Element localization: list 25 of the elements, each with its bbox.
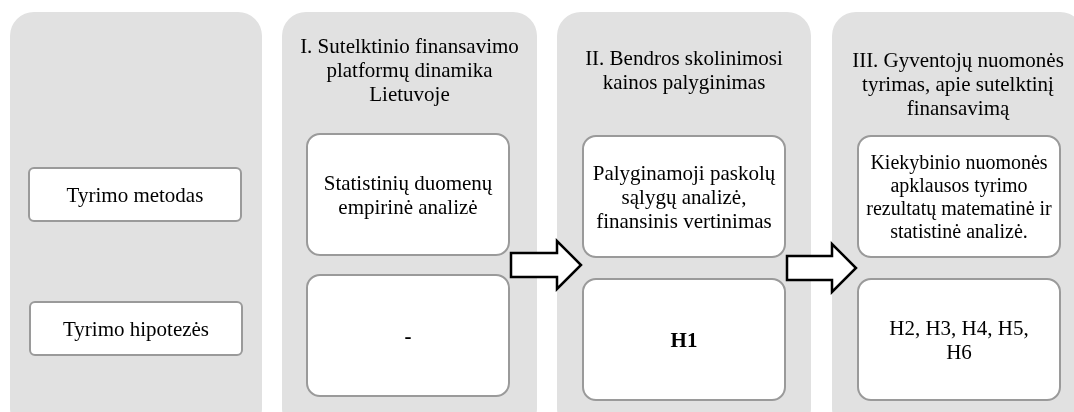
box-text: H2, H3, H4, H5, H6 bbox=[888, 315, 1030, 364]
rounded-box bbox=[582, 135, 786, 258]
box-text: H1 bbox=[669, 327, 699, 352]
stage-panel bbox=[282, 12, 537, 412]
stage-title: I. Sutelktinio finansavimo platformų dinamika Lietuvoje bbox=[299, 34, 520, 106]
stage-title: II. Bendros skolinimosi kainos palyginimas bbox=[584, 46, 784, 94]
box-text: Tyrimo metodas bbox=[65, 182, 205, 207]
rounded-box bbox=[306, 274, 510, 397]
stage-title: III. Gyventojų nuomonės tyrimas, apie sutelktinį finansavimą bbox=[851, 48, 1065, 120]
block-arrow bbox=[785, 241, 858, 295]
box-text: Kiekybinio nuomonės apklausos tyrimo rezultatų matematinė ir statistinė analizė. bbox=[865, 150, 1053, 243]
rounded-box bbox=[28, 167, 242, 222]
rounded-box bbox=[857, 278, 1061, 401]
rounded-box bbox=[857, 135, 1061, 258]
rounded-box bbox=[582, 278, 786, 401]
box-text: Palyginamoji paskolų sąlygų analizė, finansinis vertinimas bbox=[591, 160, 777, 233]
block-arrow bbox=[509, 238, 583, 292]
stage-panel bbox=[832, 12, 1074, 412]
box-text: Statistinių duomenų empirinė analizė bbox=[322, 170, 494, 219]
rounded-box bbox=[29, 301, 243, 356]
rounded-box bbox=[306, 133, 510, 256]
stage-panel bbox=[557, 12, 811, 412]
box-text: - bbox=[403, 323, 413, 348]
box-text: Tyrimo hipotezės bbox=[61, 316, 211, 341]
stage-panel bbox=[10, 12, 262, 412]
